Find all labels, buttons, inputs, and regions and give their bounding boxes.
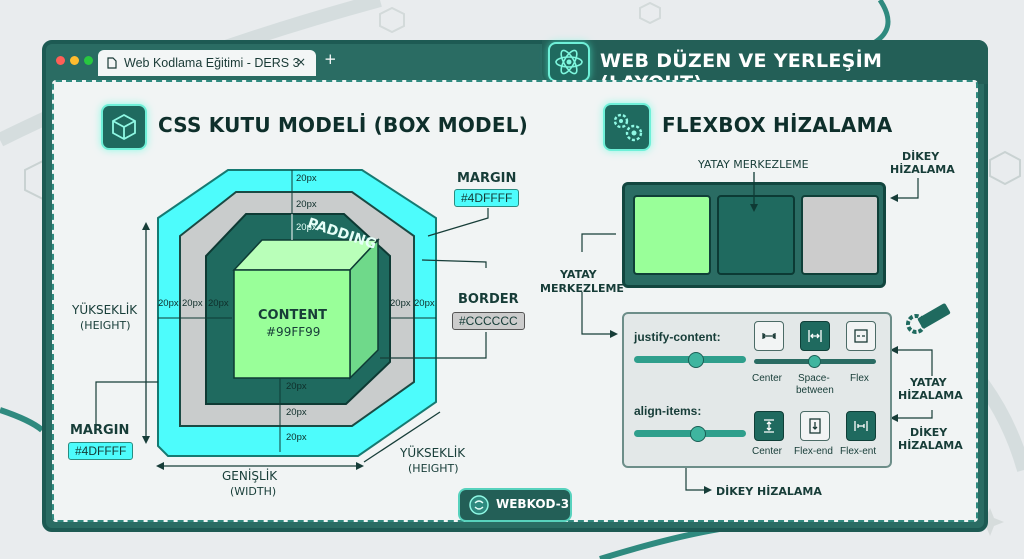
right-top-label-1: DİKEY [902,150,940,163]
footer-badge: WEBKOD-3 [458,488,572,522]
align-option-center: Center [752,446,783,457]
justify-options-knob[interactable] [808,355,821,368]
margin-top-color: #4DFFFF [454,189,520,207]
justify-option-flex: Flex [850,373,869,384]
bottom-label: DİKEY HİZALAMA [716,485,822,498]
right-top-label-2: HİZALAMA [890,163,955,176]
content-color: #99FF99 [266,325,321,339]
left-label-2: MERKEZLEME [540,282,624,295]
spacing-left-1: 20px [158,298,179,309]
right-bot-label-1: DİKEY [910,426,948,439]
align-center-button[interactable] [754,411,784,441]
content-label: CONTENT [258,308,327,323]
align-items-label: align-items: [634,404,702,418]
brain-icon [469,495,489,515]
width-sub: (WIDTH) [230,485,277,498]
tab-close-icon[interactable]: × [295,55,306,69]
align-flex-end-button[interactable] [800,411,830,441]
flex-item-3 [801,195,879,275]
flex-item-2 [717,195,795,275]
footer-label: WEBKOD-3 [496,497,570,511]
new-tab-button[interactable]: + [324,50,337,68]
justify-slider-knob[interactable] [688,352,704,368]
margin-bottom-label: MARGIN [70,423,130,438]
align-slider-knob[interactable] [690,426,706,442]
align-option-flex-ent: Flex-ent [840,446,877,457]
spacing-bottom-3: 20px [286,432,307,443]
spacing-left-3: 20px [208,298,229,309]
width-label: GENİŞLİK [222,469,278,483]
border-color: #CCCCCC [452,312,525,330]
align-flex-ent-button[interactable] [846,411,876,441]
height-right-label: YÜKSEKLİK [400,446,466,460]
browser-tab[interactable]: Web Kodlama Eğitimi - DERS 3 × [98,50,316,76]
cube-icon [101,104,147,150]
margin-bottom-color: #4DFFFF [68,442,134,460]
right-mid-label-1: YATAY [910,376,947,389]
spacing-right-2: 20px [414,298,435,309]
spacing-top-3: 20px [296,222,317,233]
justify-option-between: between [796,385,834,396]
flex-control-panel: justify-content: Center Space- between F… [622,312,892,468]
minimize-window-dot[interactable] [70,56,79,65]
tab-title: Web Kodlama Eğitimi - DERS 3 [124,56,300,70]
spacing-bottom-2: 20px [286,407,307,418]
box-model-title: CSS KUTU MODELİ (BOX MODEL) [158,113,528,137]
justify-flex-button[interactable] [846,321,876,351]
spacing-top-2: 20px [296,199,317,210]
top-center-label: YATAY MERKEZLEME [698,158,809,171]
height-left-sub: (HEIGHT) [80,319,131,332]
justify-space-between-button[interactable] [800,321,830,351]
margin-top-label: MARGIN [457,171,517,186]
height-right-sub: (HEIGHT) [408,462,459,475]
left-label-1: YATAY [560,268,597,281]
flexbox-title: FLEXBOX HİZALAMA [662,113,893,137]
right-bot-label-2: HİZALAMA [898,439,963,452]
justify-option-space: Space- [798,373,830,384]
atom-icon [548,42,590,82]
spacing-top-1: 20px [296,173,317,184]
border-label: BORDER [458,292,519,307]
maximize-window-dot[interactable] [84,56,93,65]
right-mid-label-2: HİZALAMA [898,389,963,402]
document-icon [107,57,117,69]
close-window-dot[interactable] [56,56,65,65]
gears-icon [603,103,651,151]
height-left-label: YÜKSEKLİK [72,303,138,317]
align-option-flex-end: Flex-end [794,446,833,457]
justify-content-label: justify-content: [634,330,721,344]
spacing-bottom-1: 20px [286,381,307,392]
justify-center-button[interactable] [754,321,784,351]
spacing-left-2: 20px [182,298,203,309]
justify-option-center: Center [752,373,783,384]
flex-item-1 [633,195,711,275]
spacing-right-1: 20px [390,298,411,309]
page-banner: WEB DÜZEN VE YERLEŞİM (LAYOUT) [542,40,988,94]
wrench-ruler-icon [906,303,951,334]
